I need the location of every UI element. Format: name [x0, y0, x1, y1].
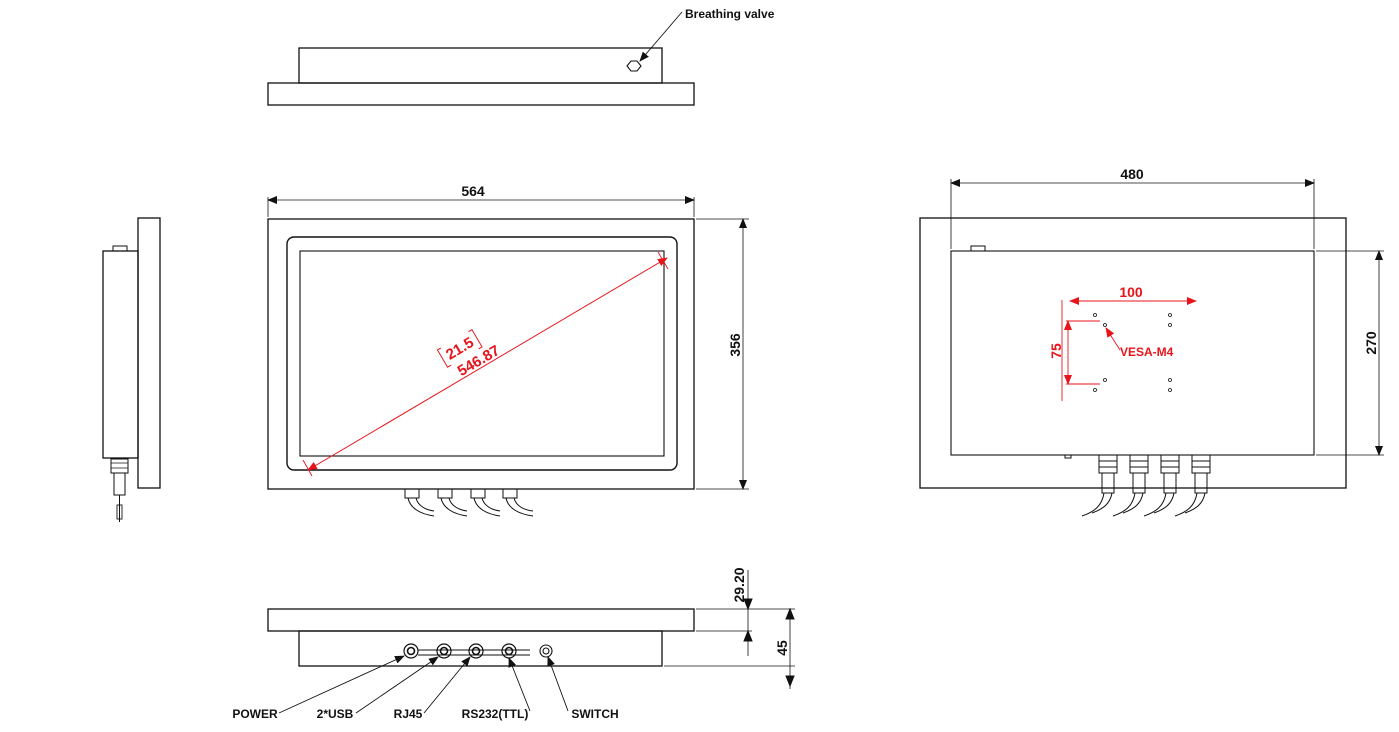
leader-power: [278, 655, 405, 714]
front-height-label: 356: [727, 333, 743, 357]
port-rs232-icon: [501, 643, 517, 659]
port-rj45-icon: [468, 643, 484, 659]
back-height-label: 270: [1363, 331, 1379, 355]
front-view: [267, 196, 749, 517]
depth-bezel-label: 29.20: [731, 567, 747, 602]
side-view-rear-housing: [102, 250, 139, 459]
bottom-view-rear-housing: [298, 630, 663, 667]
port-rj45-label: RJ45: [394, 707, 423, 721]
bottom-view: [267, 570, 795, 714]
side-view-valve: [112, 245, 128, 252]
vesa-vertical-label: 75: [1048, 343, 1064, 359]
port-power-label: POWER: [232, 707, 278, 721]
leader-rj45: [423, 656, 471, 714]
side-view-front-bezel: [137, 217, 161, 489]
back-width-label: 480: [1120, 166, 1144, 182]
breathing-valve-label: Breathing valve: [685, 7, 775, 21]
breathing-valve-icon: [626, 60, 642, 72]
port-rs232-label: RS232(TTL): [462, 707, 529, 721]
diagonal-inch-bracket: [436, 328, 483, 368]
side-view-connector-nut: [110, 458, 129, 474]
back-view-connectors: [1064, 454, 1211, 517]
switch-icon: [539, 644, 553, 658]
port-usb-label: 2*USB: [317, 707, 354, 721]
back-view: [919, 179, 1384, 517]
front-view-cables: [404, 488, 534, 517]
breathing-valve-leader: [639, 11, 683, 62]
leader-switch: [547, 656, 569, 712]
port-power-icon: [403, 643, 419, 659]
side-view-connector-body: [113, 472, 126, 496]
top-view-front-bezel: [267, 82, 695, 106]
vesa-dimensions: [1061, 297, 1197, 401]
bottom-view-front-bezel: [267, 608, 695, 632]
port-switch-label: SWITCH: [571, 707, 618, 721]
diagonal-dimension-line: [307, 257, 668, 471]
top-view: [267, 11, 695, 106]
top-view-rear-housing: [298, 47, 663, 84]
vesa-leader: [1105, 327, 1121, 351]
depth-total-label: 45: [774, 640, 790, 656]
side-view: [102, 217, 161, 522]
vesa-note-label: VESA-M4: [1120, 345, 1174, 359]
leader-rs232: [508, 657, 531, 712]
leader-usb: [355, 656, 439, 714]
vesa-horizontal-label: 100: [1119, 284, 1143, 300]
back-view-valve: [970, 245, 986, 252]
vesa-holes: [1093, 313, 1172, 392]
front-width-label: 564: [461, 183, 485, 199]
port-usb-icon: [436, 643, 452, 659]
